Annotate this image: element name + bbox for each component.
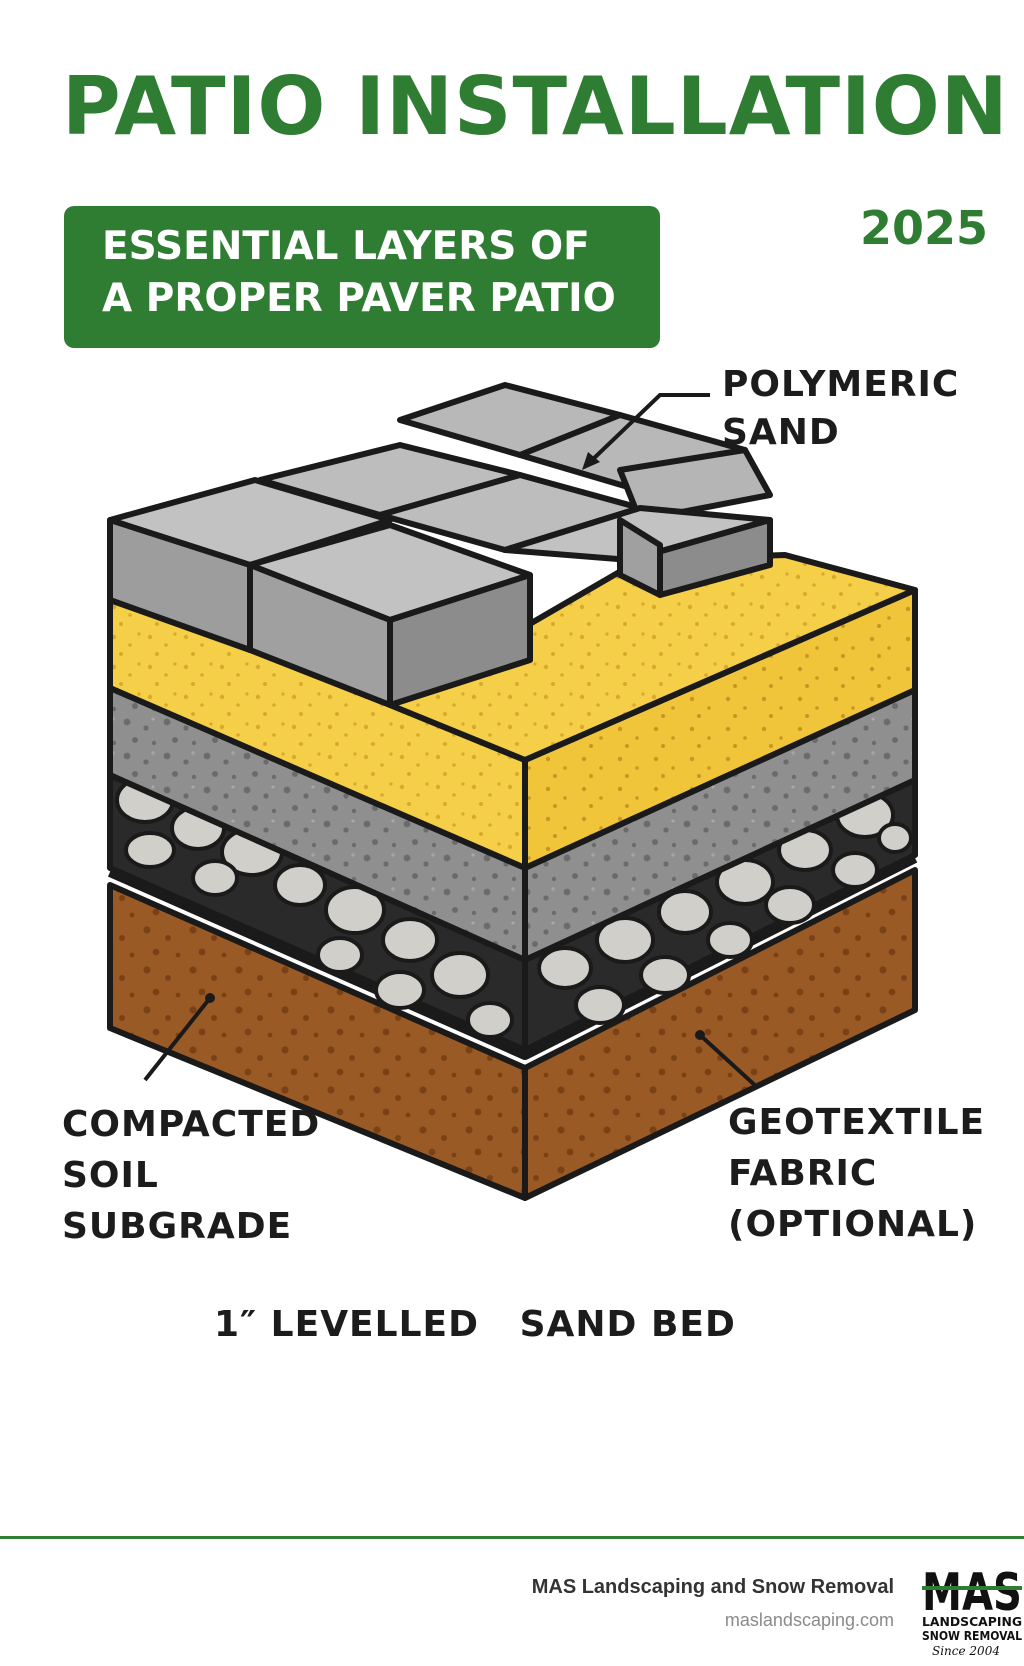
year-label: 2025 — [859, 201, 988, 255]
subtitle-banner: ESSENTIAL LAYERS OF A PROPER PAVER PATIO — [64, 206, 660, 348]
subtitle-line-1: ESSENTIAL LAYERS OF — [102, 224, 590, 269]
logo-since: Since 2004 — [932, 1644, 1000, 1658]
label-polymeric-sand-2: SAND — [722, 412, 840, 453]
sand-layer-top — [387, 552, 918, 763]
logo-line-1: LANDSCAPING — [922, 1615, 1022, 1629]
paver-blocks — [107, 382, 773, 708]
logo-main: MAS — [922, 1563, 1022, 1623]
soil-layer-right — [522, 867, 918, 1201]
label-geotextile-1: GEOTEXTILE — [728, 1102, 986, 1143]
soil-leader-dot — [205, 993, 215, 1003]
label-geotextile-3: (OPTIONAL) — [728, 1204, 978, 1245]
label-soil-3: SUBGRADE — [62, 1206, 293, 1247]
label-geotextile-2: FABRIC — [728, 1153, 878, 1194]
page-title: PATIO INSTALLATION — [62, 60, 1009, 153]
company-logo: MAS LANDSCAPING SNOW REMOVAL Since 2004 — [922, 1563, 1022, 1658]
company-url[interactable]: maslandscaping.com — [724, 1610, 894, 1630]
soil-leader — [143, 996, 212, 1082]
polymeric-sand-arrow — [582, 452, 600, 470]
label-sand-bed: 1″ LEVELLED SAND BED — [214, 1304, 736, 1345]
label-soil-1: COMPACTED — [62, 1104, 321, 1145]
label-polymeric-sand-1: POLYMERIC — [722, 364, 960, 405]
footer-divider — [0, 1536, 1024, 1539]
geotextile-leader — [698, 1033, 760, 1090]
company-name: MAS Landscaping and Snow Removal — [531, 1576, 894, 1598]
polymeric-sand-leader — [588, 393, 710, 464]
label-soil-2: SOIL — [62, 1155, 159, 1196]
logo-line-2: SNOW REMOVAL — [922, 1629, 1022, 1643]
subtitle-line-2: A PROPER PAVER PATIO — [102, 276, 616, 321]
geotextile-leader-dot — [695, 1030, 705, 1040]
